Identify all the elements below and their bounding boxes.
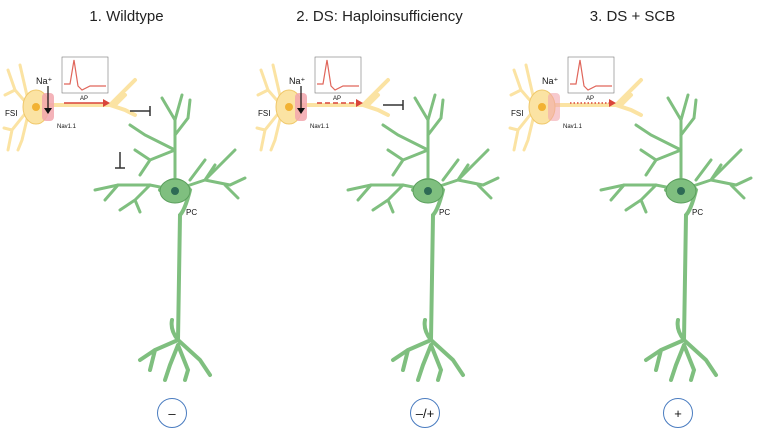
pc-dendrites	[93, 93, 247, 214]
na-label: Na⁺	[289, 76, 306, 86]
fsi-label: FSI	[5, 109, 17, 118]
pc-soma-axon	[138, 178, 212, 382]
ap-trace	[570, 59, 612, 91]
nav-label: Nav1.1	[57, 124, 77, 130]
effect-badge: –	[157, 398, 187, 428]
ap-trace	[317, 59, 359, 91]
na-arrowhead	[44, 108, 52, 114]
purkinje-cell	[346, 93, 500, 382]
panel-title: 1. Wildtype	[89, 8, 164, 25]
pc-label: PC	[692, 208, 703, 217]
fsi-neuron	[255, 56, 404, 152]
fsi-nucleus	[285, 103, 293, 111]
fsi-axon	[43, 78, 137, 117]
nav-channel	[548, 93, 560, 121]
fsi-axon	[296, 78, 390, 117]
ap-arrowhead	[609, 99, 616, 107]
fsi-nucleus	[538, 103, 546, 111]
ap-trace-frame	[567, 56, 615, 94]
ap-arrowhead	[356, 99, 363, 107]
ap-trace-frame	[314, 56, 362, 94]
ap-label: AP	[80, 96, 88, 102]
ap-label: AP	[586, 96, 594, 102]
ap-trace	[64, 59, 106, 91]
na-label: Na⁺	[542, 76, 559, 86]
pc-label: PC	[186, 208, 197, 217]
fsi-neuron	[2, 56, 151, 169]
fsi-axon	[549, 78, 643, 117]
effect-badge: +	[663, 398, 693, 428]
pc-nucleus	[424, 187, 432, 195]
ap-trace-frame	[61, 56, 109, 94]
fsi-dendrites	[508, 63, 536, 152]
pc-soma-axon	[391, 178, 465, 382]
panel-haploinsufficiency: 2. DS: Haploinsufficiency Na⁺ AP FSI Nav…	[253, 0, 506, 433]
fsi-label: FSI	[511, 109, 523, 118]
fsi-nucleus	[32, 103, 40, 111]
na-label: Na⁺	[36, 76, 53, 86]
pc-dendrites	[599, 93, 753, 214]
panel-ds-scb: 3. DS + SCB Na⁺ AP FSI Nav1.1 PC +	[506, 0, 759, 433]
pc-dendrites	[346, 93, 500, 214]
fsi-dendrites	[2, 63, 30, 152]
ap-label: AP	[333, 96, 341, 102]
neuron-diagram: Na⁺ AP FSI Nav1.1 PC	[508, 56, 753, 382]
fsi-dendrites	[255, 63, 283, 152]
fsi-label: FSI	[258, 109, 270, 118]
fsi-neuron	[508, 56, 643, 152]
nav-label: Nav1.1	[563, 124, 583, 130]
purkinje-cell	[599, 93, 753, 382]
panel-title: 3. DS + SCB	[589, 8, 676, 25]
purkinje-cell	[93, 93, 247, 382]
pc-nucleus	[171, 187, 179, 195]
pc-label: PC	[439, 208, 450, 217]
panel-title: 2. DS: Haploinsufficiency	[296, 8, 463, 25]
neuron-diagram: Na⁺ AP FSI Nav1.1 PC	[255, 56, 500, 382]
na-arrowhead	[297, 108, 305, 114]
ap-arrowhead	[103, 99, 110, 107]
pc-soma-axon	[644, 178, 718, 382]
effect-badge: –/+	[410, 398, 440, 428]
panel-wildtype: 1. Wildtype Na⁺ AP FSI Nav1.	[0, 0, 253, 433]
pc-nucleus	[677, 187, 685, 195]
nav-label: Nav1.1	[310, 124, 330, 130]
neuron-diagram: Na⁺ AP FSI Nav1.1 PC	[2, 56, 247, 382]
